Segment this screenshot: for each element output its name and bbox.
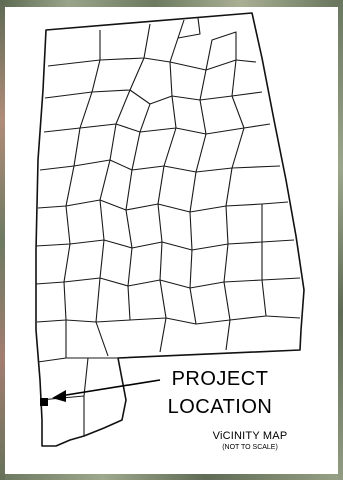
county-line (205, 95, 245, 135)
photo-frame-left (0, 0, 5, 480)
county-line (131, 203, 163, 249)
county-line (109, 131, 141, 171)
project-location-label: PROJECT LOCATION (160, 368, 280, 418)
county-line (99, 23, 151, 61)
county-line (127, 241, 163, 287)
county-line (195, 281, 231, 325)
county-line (95, 285, 131, 323)
county-line (157, 171, 197, 213)
county-line (37, 320, 67, 363)
county-line (225, 201, 289, 207)
county-line (39, 127, 81, 171)
county-line (35, 243, 71, 285)
county-line (129, 279, 167, 321)
county-line (159, 317, 167, 353)
county-line (83, 357, 89, 397)
county-line (171, 69, 207, 101)
project-label-line1: PROJECT (168, 368, 272, 390)
county-line (99, 247, 133, 287)
county-line (189, 167, 233, 213)
county-line (243, 123, 271, 129)
county-line (223, 242, 263, 283)
map-title-block: ViCINITY MAP (NOT TO SCALE) (190, 430, 310, 452)
county-line (191, 205, 229, 251)
photo-frame-top (0, 0, 343, 7)
state-outline (35, 12, 305, 447)
county-line (73, 123, 117, 167)
county-line (165, 287, 197, 325)
county-line (79, 89, 131, 129)
county-line (37, 165, 75, 209)
county-line (129, 61, 173, 105)
county-line (231, 91, 263, 97)
county-line (65, 277, 101, 323)
county-line (175, 99, 207, 135)
photo-frame-bottom (0, 474, 343, 480)
county-line (99, 169, 133, 211)
pointer-arrow-icon (52, 379, 161, 402)
county-line (115, 103, 151, 133)
county-line (229, 279, 267, 321)
county-line (43, 91, 93, 133)
county-line (35, 205, 71, 247)
project-label-line2: LOCATION (167, 396, 273, 418)
project-location-marker-icon (40, 398, 48, 406)
county-line (159, 249, 193, 289)
county-line (227, 204, 263, 245)
photo-frame-right (338, 0, 343, 480)
county-line (143, 17, 201, 63)
county-line (265, 315, 301, 319)
county-line (36, 281, 67, 323)
map-title: ViCINITY MAP (212, 430, 288, 442)
county-boundaries (35, 17, 301, 436)
county-line (163, 133, 207, 173)
county-line (65, 159, 111, 207)
county-line (205, 31, 237, 71)
county-line (69, 199, 105, 245)
county-line (177, 19, 185, 39)
county-line (103, 209, 133, 249)
county-line (91, 57, 145, 93)
county-line (189, 243, 229, 289)
county-line (261, 239, 295, 243)
county-line (225, 319, 231, 351)
scale-note: (NOT TO SCALE) (222, 444, 278, 451)
county-line (169, 59, 257, 71)
county-line (95, 321, 109, 357)
county-line (161, 211, 193, 251)
county-line (47, 30, 101, 67)
county-line (261, 277, 301, 281)
county-line (231, 165, 281, 169)
county-line (195, 127, 245, 173)
county-line (131, 127, 177, 171)
